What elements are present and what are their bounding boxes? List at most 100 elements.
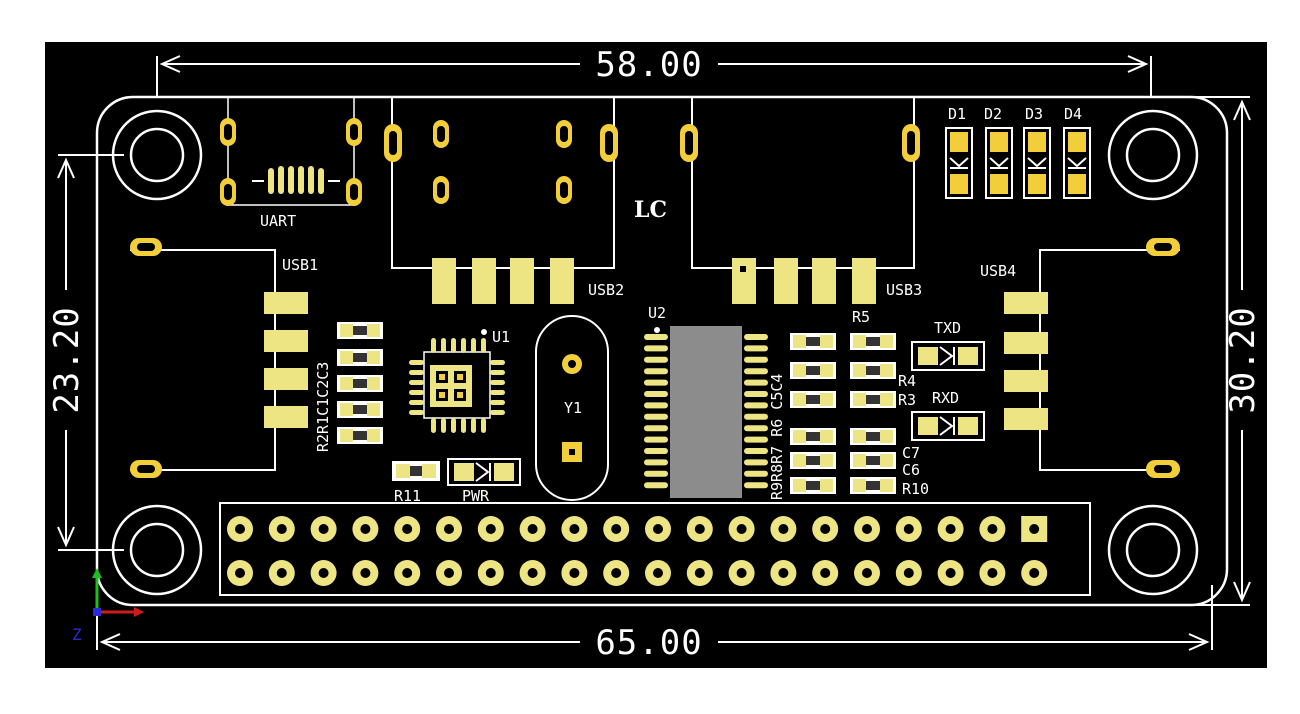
header-pin-hole (820, 568, 831, 578)
u1-pin-right (490, 370, 505, 375)
u1-pin-bottom (451, 418, 456, 433)
header-pin-hole (1029, 568, 1040, 578)
label-usb3: USB3 (886, 281, 922, 299)
u2-pin-right (744, 334, 768, 340)
resistor-r11 (392, 461, 440, 481)
u1-pin-right (490, 380, 505, 385)
u2-pin-right (744, 436, 768, 443)
u1-pin-right (490, 410, 505, 415)
usb3-connector (680, 97, 920, 304)
passive-left-1 (337, 322, 383, 339)
header-pin-hole (318, 524, 329, 534)
header-pin-hole (360, 524, 371, 534)
header-pin-hole (569, 524, 580, 534)
header-pin-hole (276, 568, 287, 578)
u2-pin-left (644, 345, 668, 352)
label-d1: D1 (948, 105, 966, 123)
u2-pin-left (644, 459, 668, 466)
header-pin-hole (820, 524, 831, 534)
crystal-y1 (535, 315, 609, 501)
passive-left-4 (337, 401, 383, 418)
header-pin-hole (611, 524, 622, 534)
header-pin-hole (653, 568, 663, 578)
passive-left-2 (337, 349, 383, 366)
u2-pin-left (644, 379, 668, 386)
header-pin-hole (945, 568, 956, 578)
dimension-width-bottom: 65.00 (595, 623, 702, 663)
u2-pin-right (744, 413, 768, 420)
label-r5: R5 (852, 308, 870, 326)
label-u1: U1 (492, 328, 510, 346)
u2-pin-left (644, 356, 668, 363)
label-c6: C6 (902, 461, 920, 479)
u1-pin-top (441, 338, 446, 353)
header-pin-hole (527, 568, 538, 578)
u2-pin-right (744, 391, 768, 397)
label-uart: UART (260, 212, 296, 230)
u1-pin-top (471, 338, 476, 353)
led-d4 (1063, 127, 1091, 199)
u2-pin-left (644, 368, 668, 375)
usb2-connector (384, 97, 618, 304)
led-d3 (1023, 127, 1051, 199)
header-pin-hole (736, 568, 747, 578)
u1-pin-bottom (461, 418, 466, 433)
u2-pin-left (644, 482, 668, 489)
u2-pin-right (744, 345, 768, 352)
u2-pin-right (744, 379, 768, 386)
u1-pin-top (431, 338, 436, 353)
led-group (945, 127, 1091, 199)
led-d1 (945, 127, 973, 199)
u1-pin-bottom (441, 418, 446, 433)
passive-mid-4 (790, 428, 836, 445)
led-txd (911, 341, 985, 371)
header-pin-hole (1029, 524, 1040, 534)
dimension-height-left: 23.20 (47, 306, 87, 413)
u2-pin-left (644, 470, 668, 477)
header-pin-hole (736, 524, 747, 534)
dimension-height-right: 30.20 (1223, 306, 1263, 413)
chip-u1 (409, 329, 505, 433)
label-txd: TXD (934, 319, 961, 337)
passive-mid-3 (790, 391, 836, 408)
u1-pin-left (409, 410, 424, 415)
label-d2: D2 (984, 105, 1002, 123)
label-mid-column: R9R8R7 R6 C5C4 (768, 374, 786, 500)
label-usb1: USB1 (282, 256, 318, 274)
passive-left-3 (337, 375, 383, 392)
header-pin-hole (485, 524, 496, 534)
u1-pin-left (409, 390, 424, 395)
dimension-lines (57, 55, 1251, 651)
u2-pin-right (744, 459, 768, 466)
passive-right-5 (850, 452, 896, 469)
header-pin-hole (903, 524, 914, 534)
label-c7: C7 (902, 444, 920, 462)
label-rxd: RXD (932, 389, 959, 407)
u1-pin-left (409, 380, 424, 385)
passive-mid-1 (790, 333, 836, 350)
header-pin-hole (235, 568, 245, 578)
passive-grid (790, 333, 896, 494)
label-r11: R11 (394, 487, 421, 505)
u1-pin-left (409, 400, 424, 405)
u2-pin-left (644, 448, 668, 454)
label-r10: R10 (902, 480, 929, 498)
u2-pin-left (644, 413, 668, 420)
label-usb4: USB4 (980, 262, 1016, 280)
header-pin-hole (987, 568, 998, 578)
u2-pin-left (644, 334, 668, 340)
header-pin-hole (778, 524, 789, 534)
u2-pin-left (644, 436, 668, 443)
label-y1: Y1 (564, 399, 582, 417)
passive-right-4 (850, 428, 896, 445)
header-pin-hole (276, 524, 287, 534)
passive-mid-6 (790, 477, 836, 494)
label-d4: D4 (1064, 105, 1082, 123)
passive-right-1 (850, 333, 896, 350)
u2-pin-left (644, 402, 668, 409)
header-pin-hole (611, 568, 622, 578)
u1-pin-right (490, 390, 505, 395)
u1-pin-top (451, 338, 456, 353)
u2-pin-left (644, 425, 668, 432)
